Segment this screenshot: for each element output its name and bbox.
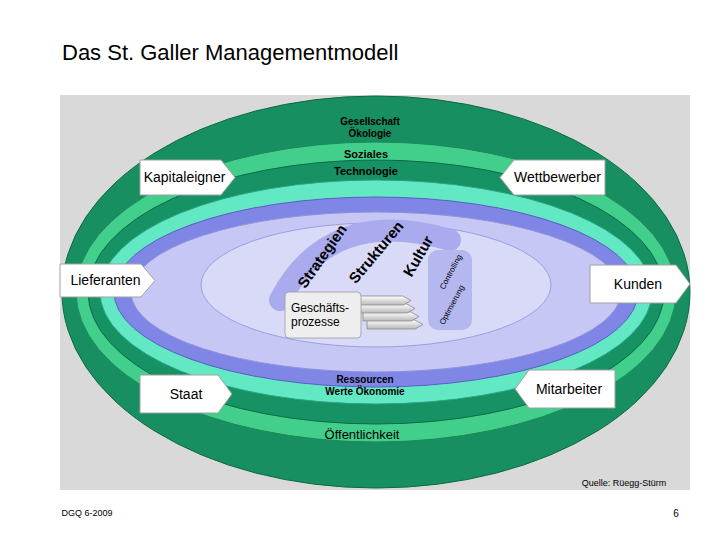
stakeholder-arrow: Kunden	[590, 265, 690, 303]
sphere-label: Soziales	[344, 148, 388, 161]
background-panel	[60, 95, 690, 490]
footer-note: DGQ 6-2009	[61, 508, 112, 518]
stakeholder-arrow: Kapitaleigner	[140, 160, 235, 195]
stakeholder-text: Kapitaleigner	[144, 169, 226, 186]
ring-society	[62, 96, 690, 488]
stakeholder-text: Kunden	[614, 276, 662, 293]
stakeholder-text: Mitarbeiter	[536, 381, 602, 398]
development-band	[428, 250, 472, 330]
stakeholder-arrow: Lieferanten	[60, 264, 155, 297]
sphere-label: Gesellschaft Ökologie	[330, 116, 410, 139]
sphere-label: Ressourcen Werte Ökonomie	[325, 374, 405, 397]
stakeholder-text: Lieferanten	[70, 272, 140, 289]
stakeholder-label: Öffentlichkeit	[325, 428, 400, 443]
ring-social	[76, 142, 676, 442]
stakeholder-arrow: Wettbewerber	[500, 160, 605, 195]
sphere-label: Technologie	[334, 165, 398, 178]
source-note: Quelle: Rüegg-Stürm	[582, 478, 667, 488]
stakeholder-arrow: Mitarbeiter	[515, 370, 615, 408]
arrow-shape	[60, 264, 155, 297]
stakeholder-arrow: Staat	[140, 375, 232, 413]
process-stack: Geschäfts- prozesse	[285, 292, 420, 338]
process-label-plate	[285, 292, 361, 338]
slide-title: Das St. Galler Managementmodell	[62, 40, 398, 66]
process-text: Geschäfts- prozesse	[285, 301, 361, 330]
arrow-shape	[500, 160, 605, 195]
stakeholder-text: Staat	[170, 386, 203, 403]
arrow-shape	[140, 160, 235, 195]
stakeholder-text: Wettbewerber	[514, 169, 601, 186]
ring-inner	[131, 212, 621, 372]
arrow-shape	[140, 375, 232, 413]
ring-resources	[114, 197, 638, 387]
ring-technology	[88, 160, 664, 424]
arrow-shape	[515, 370, 615, 408]
page-number: 6	[673, 508, 679, 520]
process-layer	[355, 296, 411, 305]
arrow-shape	[590, 265, 690, 303]
